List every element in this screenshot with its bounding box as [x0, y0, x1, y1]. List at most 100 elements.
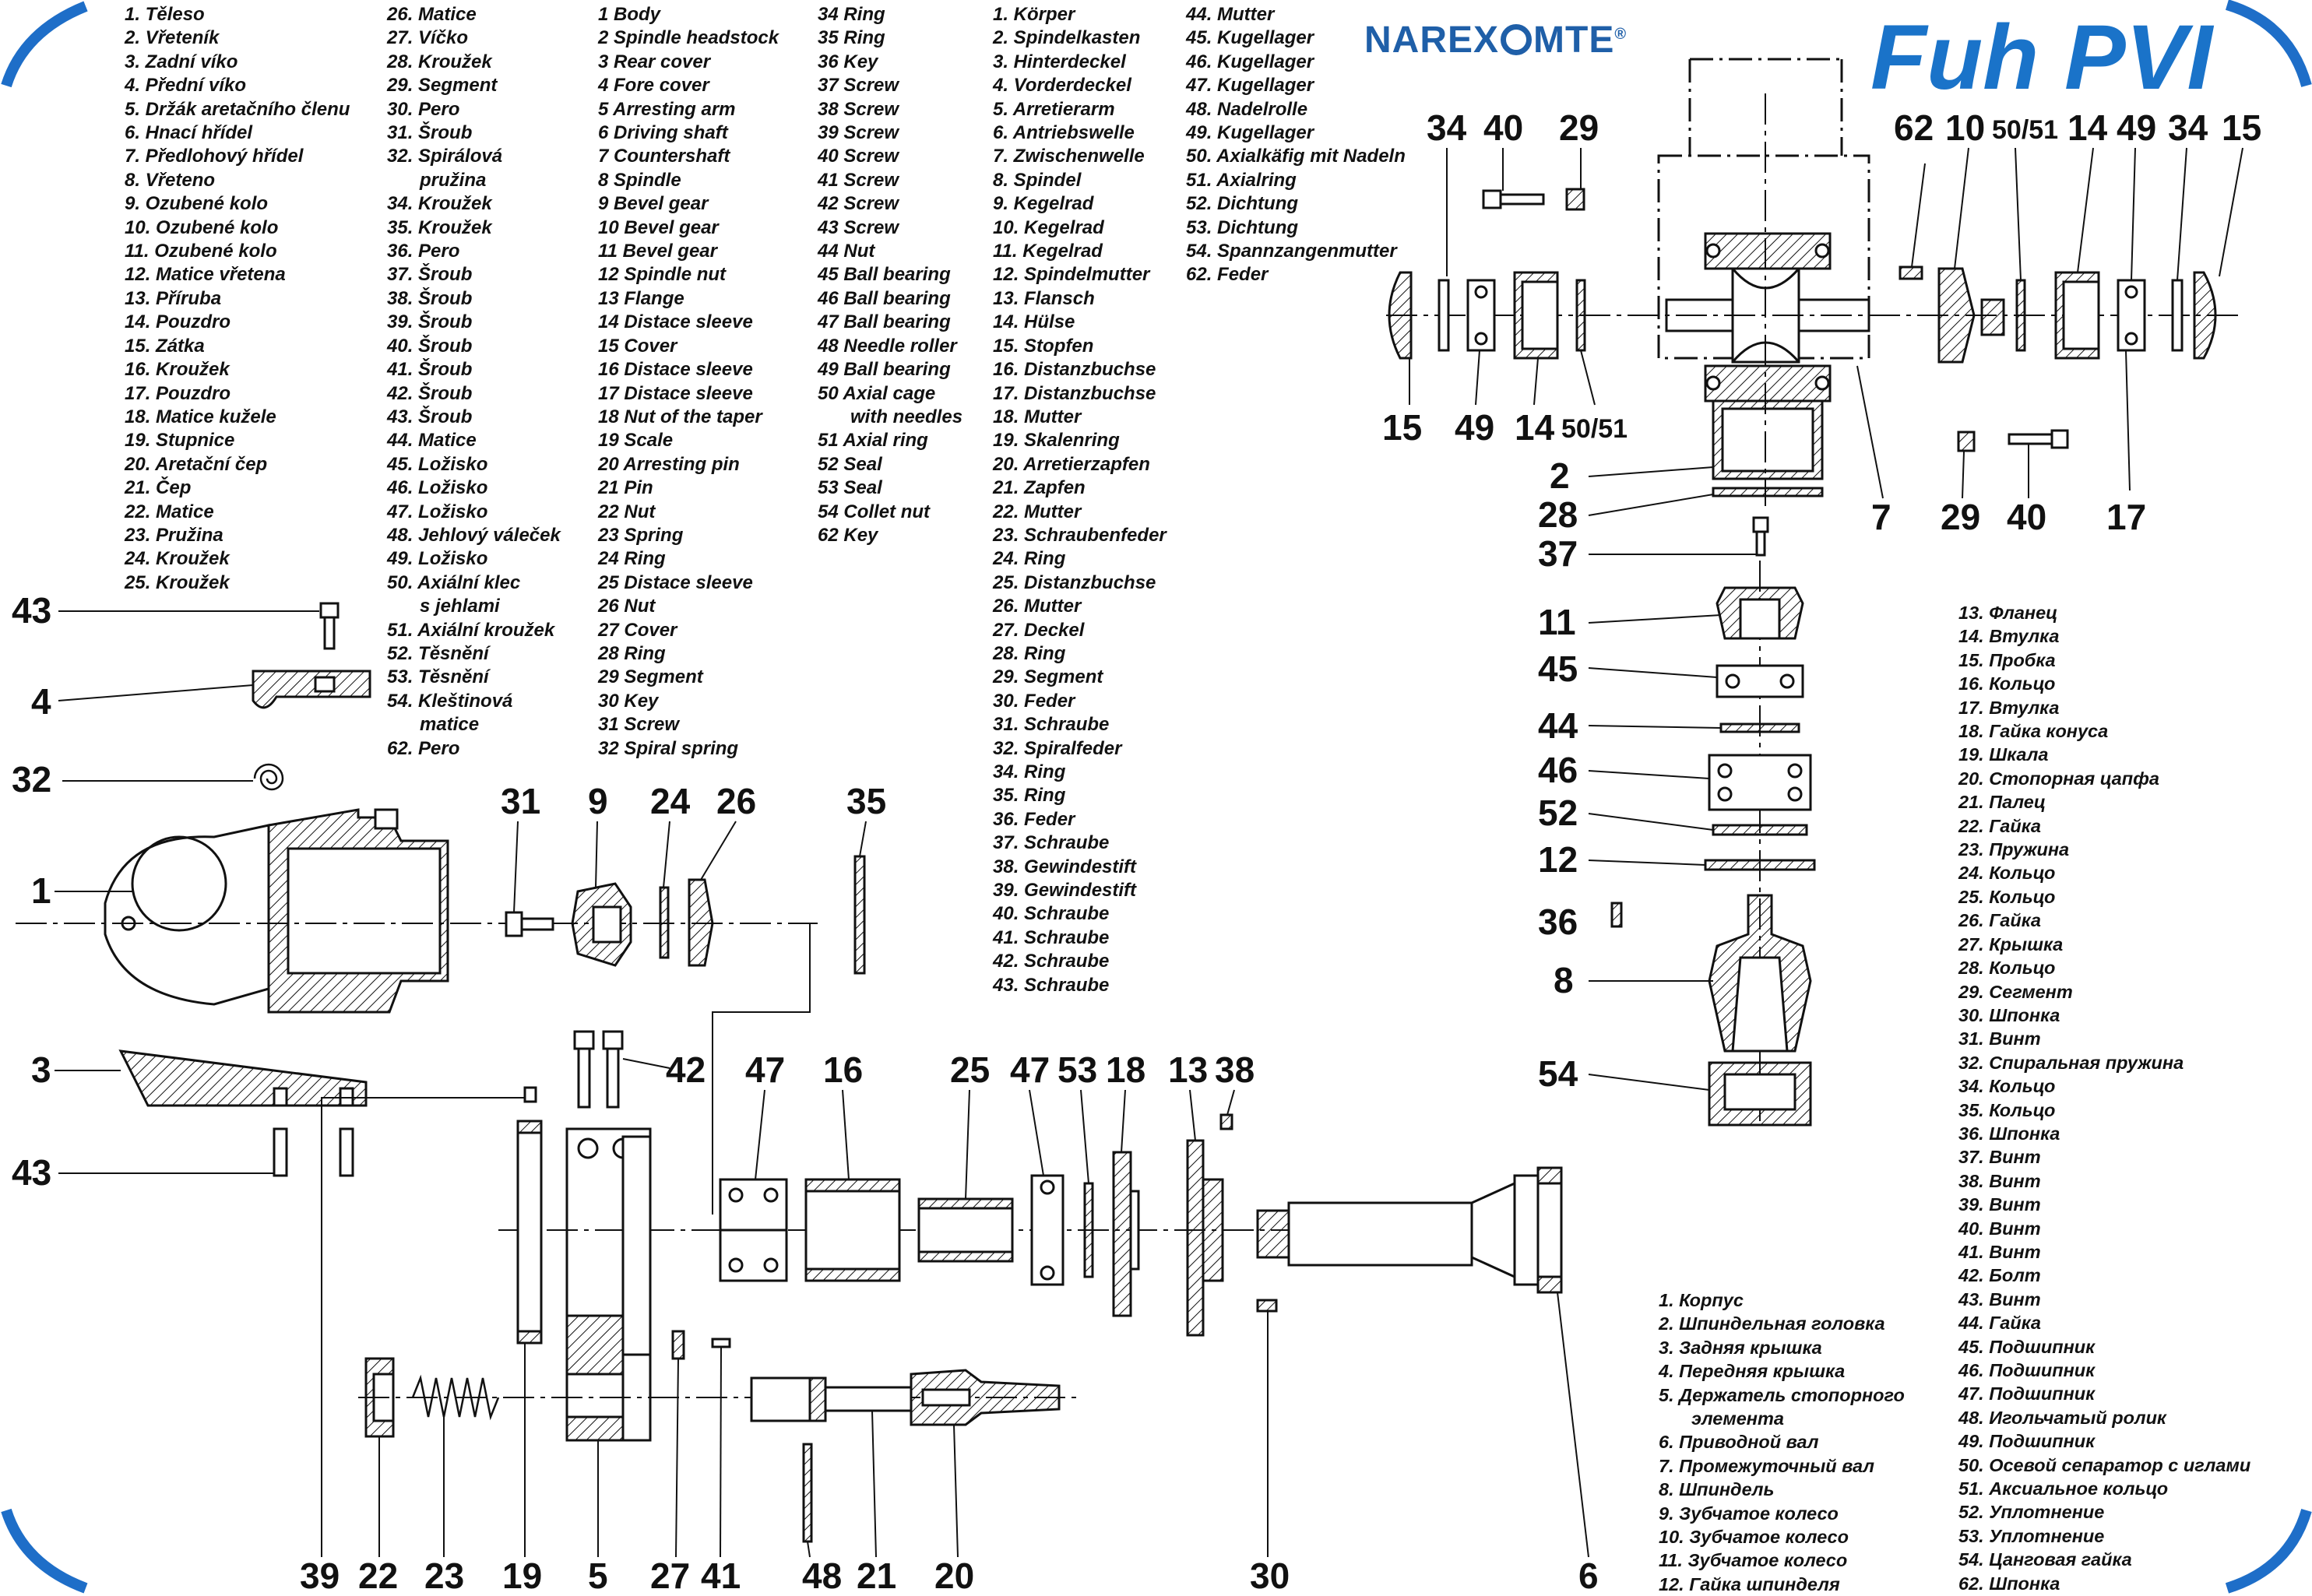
legend-item: 8. Шпиндель [1659, 1479, 1775, 1500]
callout-2: 2 [1550, 455, 1570, 496]
callout-16: 16 [823, 1049, 863, 1090]
legend-item: 32. Spiralfeder [993, 737, 1122, 759]
callout-53: 53 [1057, 1049, 1097, 1090]
legend-item: 34. Kroužek [387, 193, 492, 215]
callout-32: 32 [12, 759, 51, 800]
legend-item: 30. Шпонка [1958, 1004, 2060, 1025]
legend-item: 29 Segment [598, 666, 703, 688]
legend-item: 52 Seal [818, 453, 882, 475]
legend-item: 35. Кольцо [1958, 1099, 2056, 1120]
legend-item: 30. Pero [387, 98, 460, 120]
callout-39: 39 [300, 1556, 340, 1594]
legend-item: 36 Key [818, 51, 878, 72]
legend-item: 36. Шпонка [1958, 1123, 2060, 1144]
legend-item: 49. Подшипник [1958, 1431, 2096, 1452]
legend-item: 35. Ring [993, 785, 1066, 807]
legend-item: 12. Spindelmutter [993, 264, 1150, 286]
legend-item: 5. Держатель стопорного [1659, 1384, 1905, 1405]
legend-item: 40. Šroub [387, 335, 473, 357]
legend-item: 3. Hinterdeckel [993, 51, 1126, 72]
legend-item: 41. Šroub [387, 359, 473, 381]
legend-item: 37 Screw [818, 75, 899, 97]
legend-item: 15. Пробка [1958, 649, 2056, 670]
legend-item: 15 Cover [598, 335, 677, 357]
legend-item: 32. Spirálová [387, 146, 503, 167]
callout-18: 18 [1106, 1049, 1145, 1090]
legend-item: 13. Flansch [993, 287, 1095, 309]
legend-item: 15. Zátka [125, 335, 205, 357]
legend-item: 45. Ložisko [387, 453, 488, 475]
callout-8: 8 [1554, 960, 1574, 1000]
callout-49-right: 49 [2117, 107, 2156, 148]
legend-item: 39 Screw [818, 122, 899, 144]
legend-item: 39. Šroub [387, 311, 473, 333]
legend-item: 62 Key [818, 524, 878, 546]
legend-item: 13 Flange [598, 287, 684, 309]
legend-item: 4. Přední víko [125, 75, 247, 97]
callout-20: 20 [934, 1556, 974, 1594]
legend-item: 28 Ring [598, 642, 666, 664]
legend-item: 16. Kroužek [125, 359, 230, 381]
legend-item: 44. Matice [387, 430, 477, 452]
body-and-covers [16, 602, 866, 1215]
legend-item: 22. Matice [125, 501, 214, 522]
callout-52: 52 [1538, 793, 1578, 833]
legend-item: 62. Шпонка [1958, 1573, 2060, 1594]
legend-item: 28. Kroužek [387, 51, 492, 72]
spindle-head-assembly [1386, 58, 2243, 1127]
legend-item: 47 Ball bearing [818, 311, 951, 333]
legend-item: 31. Schraube [993, 714, 1110, 736]
legend-item: 48. Игольчатый ролик [1958, 1407, 2166, 1428]
legend-item: 19. Skalenring [993, 430, 1120, 452]
model-title: Fuh PVI [1870, 6, 2213, 109]
legend-item: 36. Feder [993, 808, 1075, 830]
legend-item: 24 Ring [598, 548, 666, 570]
callout-23: 23 [424, 1556, 464, 1594]
callout-26: 26 [716, 781, 756, 821]
callout-35: 35 [846, 781, 886, 821]
callout-49-left: 49 [1455, 407, 1494, 448]
callout-11: 11 [1538, 602, 1576, 642]
callout-36: 36 [1538, 902, 1578, 942]
legend-item: 19. Шкала [1958, 744, 2049, 765]
drive-shaft-assembly [358, 1030, 1563, 1543]
legend-item: 24. Kroužek [125, 548, 230, 570]
legend-item: 48 Needle roller [818, 335, 957, 357]
legend-item: 22. Mutter [993, 501, 1082, 522]
legend-item: 37. Šroub [387, 264, 473, 286]
legend-item: 18. Mutter [993, 406, 1082, 427]
legend-item: 51. Axiální kroužek [387, 619, 555, 641]
legend-item: 41 Screw [818, 169, 899, 191]
callout-34-top-left: 34 [1427, 107, 1467, 148]
legend-item: 42. Болт [1958, 1265, 2041, 1286]
legend-item: 30. Feder [993, 690, 1075, 712]
legend-item: 11 Bevel gear [598, 241, 717, 262]
legend-item: 53 Seal [818, 477, 882, 499]
legend-item: 26. Гайка [1958, 910, 2042, 931]
legend-item: 45 Ball bearing [818, 264, 951, 286]
callout-12: 12 [1538, 839, 1578, 880]
legend-item: 45. Подшипник [1958, 1336, 2096, 1357]
legend-item: 7 Countershaft [598, 146, 730, 167]
legend-item: 13. Фланец [1958, 603, 2058, 623]
legend-item: 62. Feder [1186, 264, 1269, 286]
legend-item: 31 Screw [598, 714, 680, 736]
legend-item: 42. Šroub [387, 382, 473, 404]
legend-item: 6. Antriebswelle [993, 122, 1135, 144]
legend-item: 53. Dichtung [1186, 216, 1299, 238]
legend-item: with needles [850, 406, 963, 427]
legend-item: 46. Ložisko [387, 477, 488, 499]
legend-item: 48. Jehlový váleček [387, 524, 561, 546]
legend-item: 17. Pouzdro [125, 382, 231, 404]
legend-item: 27 Cover [598, 619, 677, 641]
legend-item: 29. Сегмент [1958, 981, 2073, 1002]
callout-29-bottom-right: 29 [1941, 497, 1980, 537]
legend-item: 32 Spiral spring [598, 737, 739, 759]
legend-item: 24. Ring [993, 548, 1066, 570]
legend-item: 1. Корпус [1659, 1290, 1744, 1310]
legend-item: 37. Винт [1958, 1147, 2041, 1168]
callout-40-bottom-right: 40 [2007, 497, 2046, 537]
legend-item: 53. Уплотнение [1958, 1525, 2105, 1546]
